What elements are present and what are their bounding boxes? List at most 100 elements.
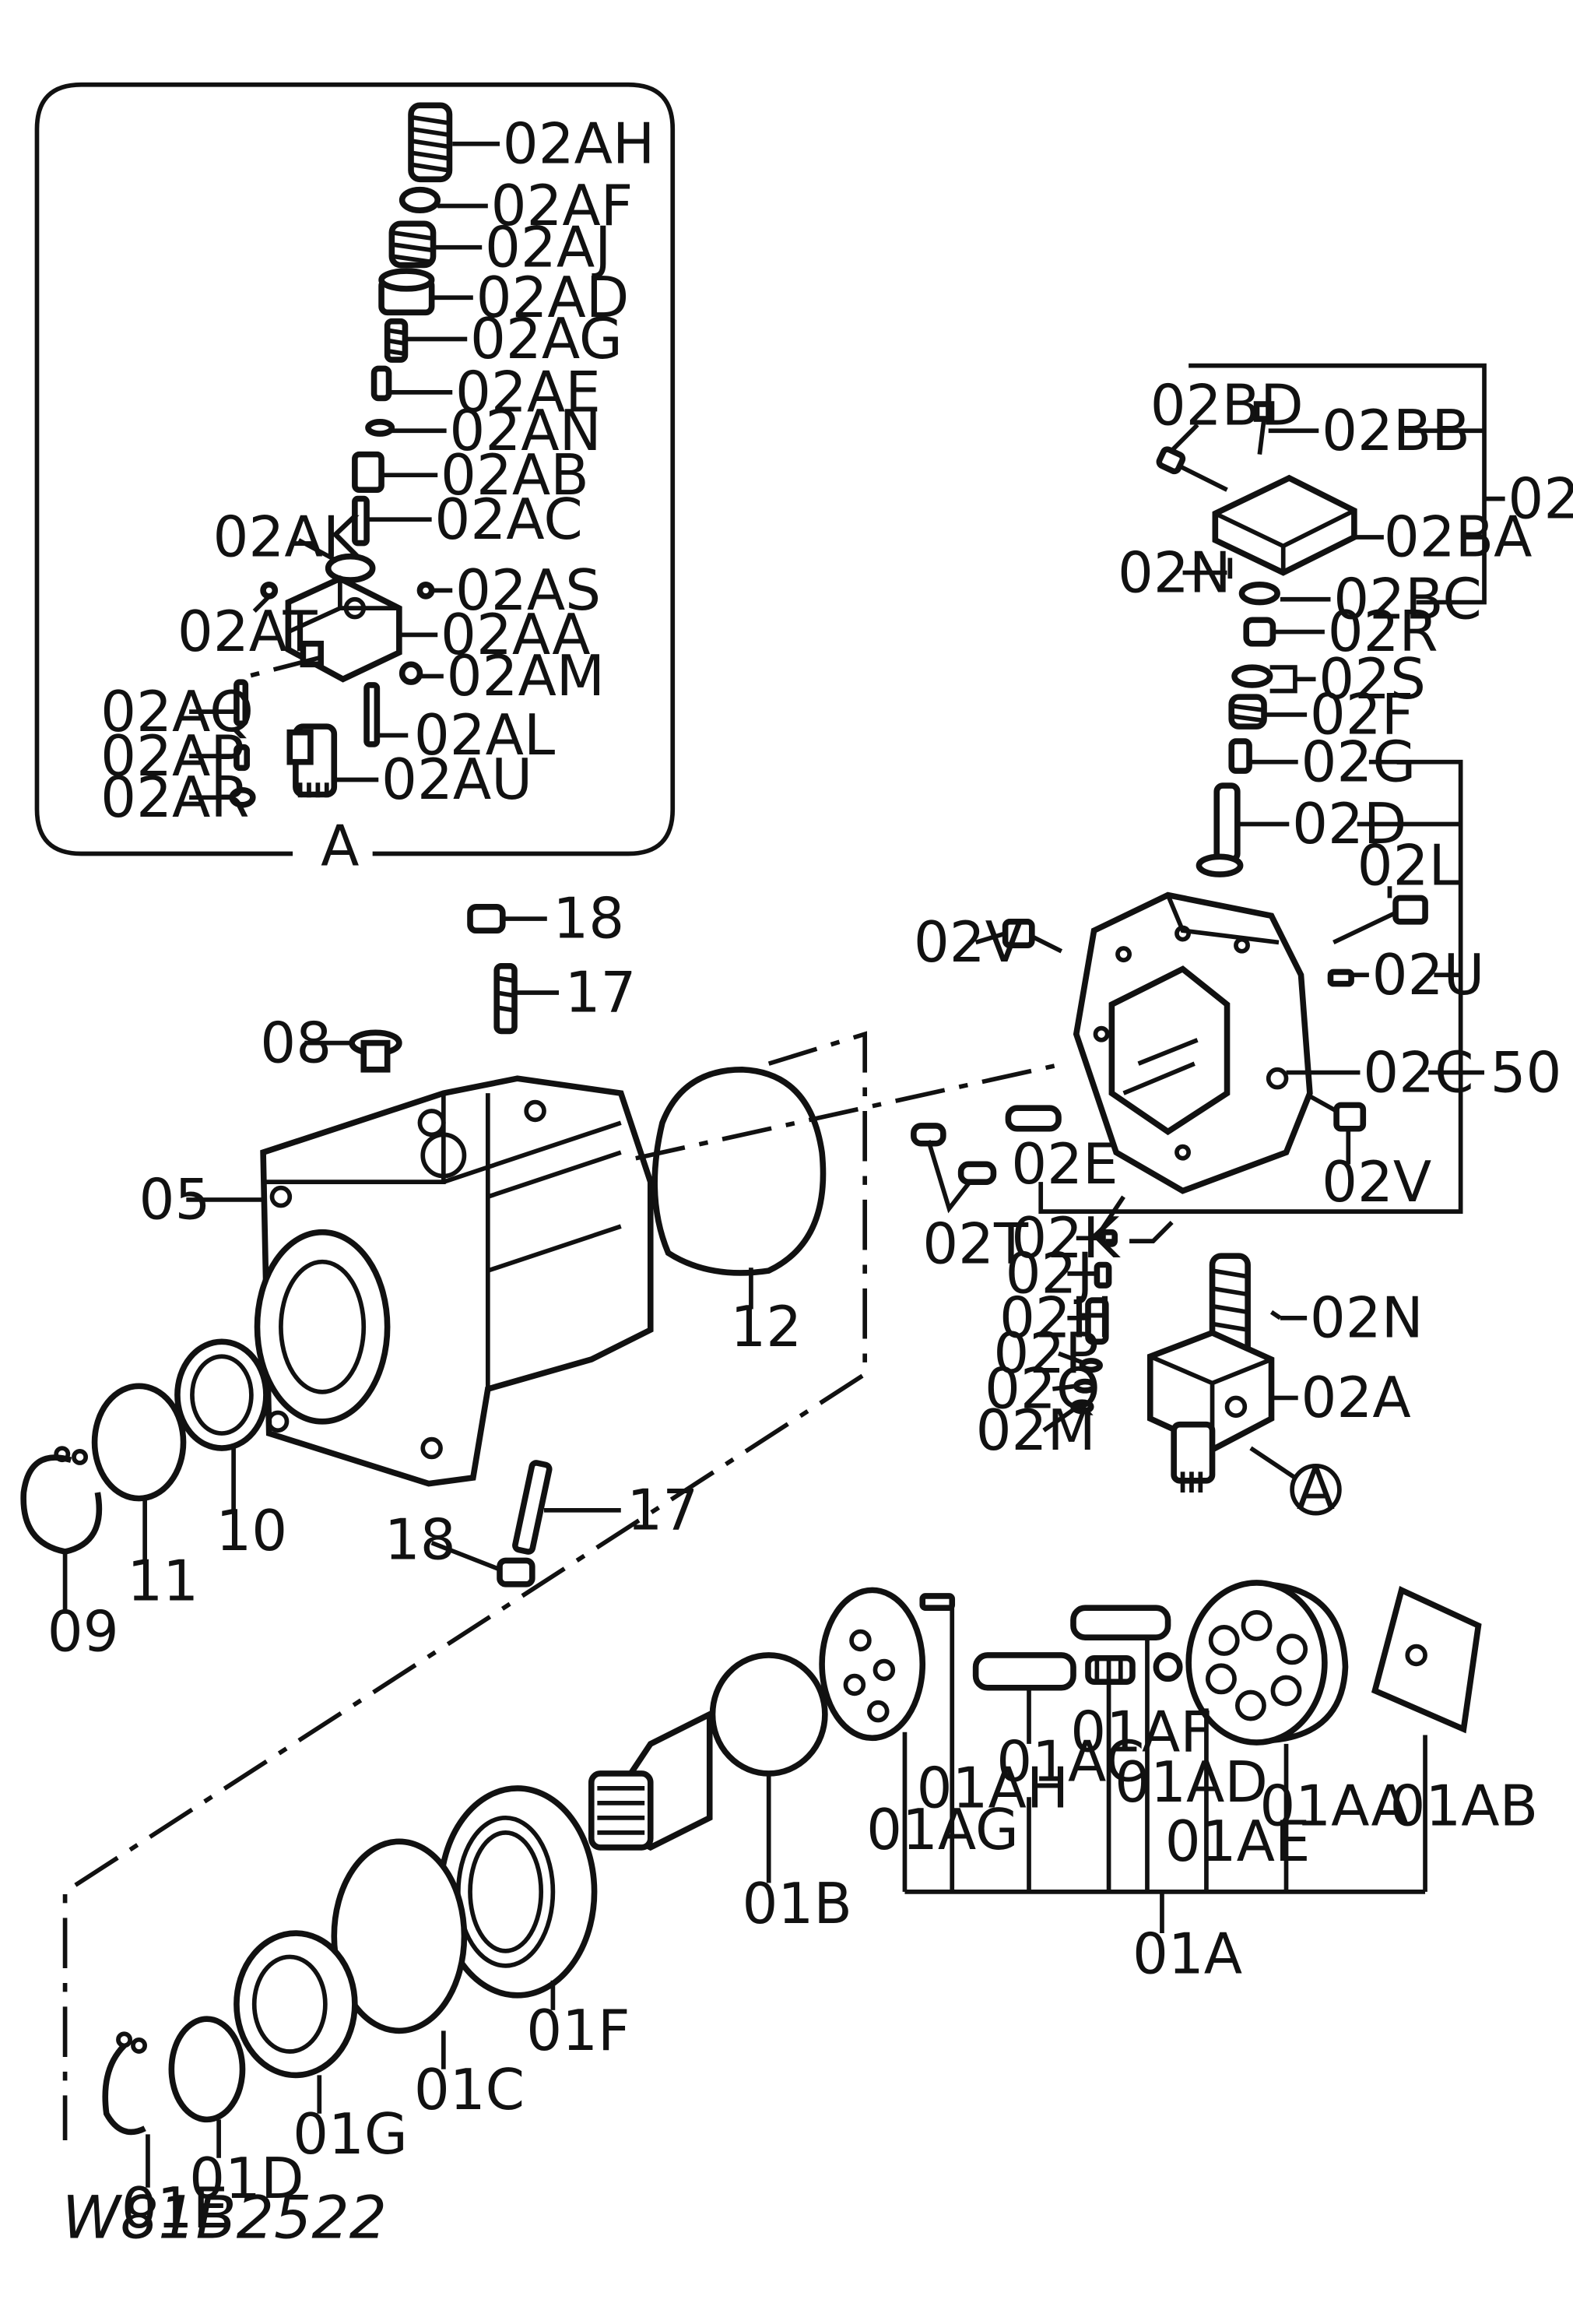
plug-02as [416,581,435,599]
label-02at: 02AT [177,599,318,665]
label-01aa: 01AA [1259,1774,1410,1839]
snap-ring-09 [20,1446,103,1555]
callout-a-label: A [1297,1457,1335,1523]
label-12: 12 [730,1295,802,1360]
assembly-line-valve [635,1061,1066,1161]
label-02e: 02E [1011,1132,1118,1197]
valve-02b-parts [1156,401,1357,877]
spool-02ab [352,451,384,494]
label-02af: 02AF [491,174,634,239]
pins-02t [911,1123,997,1185]
ring-02an [365,419,395,437]
nut-18-top [467,904,506,934]
label-01ab: 01AB [1389,1774,1538,1839]
label-02ah: 02AH [503,111,655,177]
piston-02g [1228,738,1252,774]
label-02bb: 02BB [1322,399,1470,464]
screw-01ah [919,1593,956,1611]
bolt-02bd [1156,446,1228,492]
label-02aj: 02AJ [485,215,611,280]
detail-a-frame: A [34,82,676,880]
plug-02r [1243,617,1276,647]
seal-10 [174,1338,269,1451]
label-02q: 02Q [985,1357,1101,1422]
bolt-02bb [1253,401,1275,455]
label-01ac: 01AC [996,1729,1144,1795]
label-02b: 02B [1508,466,1573,532]
spring-02ag [384,318,409,363]
label-02aq: 02AQ [100,680,254,745]
label-02al: 02AL [414,703,555,768]
callout-a: A [1249,1446,1342,1523]
label-02g: 02G [1301,730,1417,795]
screw-17-bottom [512,1460,553,1555]
housing-05 [254,1075,654,1487]
label-02j: 02J [1006,1242,1094,1307]
o-ring-02bc [1238,581,1280,606]
label-17-bottom: 17 [627,1478,698,1544]
assembly-line-rotary [62,1031,868,2140]
label-08: 08 [260,1011,332,1076]
label-02m: 02M [976,1398,1096,1464]
screw-02al [363,682,381,747]
label-02ad: 02AD [476,265,630,331]
label-01c: 01C [414,2058,525,2123]
label-02l: 02L [1357,833,1460,898]
label-01f: 01F [526,1999,630,2064]
label-02r: 02R [1328,599,1438,665]
label-02d: 02D [1292,792,1406,857]
label-02ba: 02BA [1384,505,1533,571]
label-01ag: 01AG [866,1798,1019,1863]
screw-17-top [493,963,518,1035]
plug-08 [349,1029,402,1073]
label-02aa: 02AA [441,603,591,668]
label-02c: 02C [1363,1040,1473,1106]
label-18-top: 18 [553,887,624,952]
sleeve-02e [1005,1105,1062,1132]
valve-plate-01ab [1371,1586,1482,1734]
solenoid-02au [286,723,338,798]
drawing-code: W81B2522 [62,2182,387,2252]
label-02am: 02AM [447,644,605,709]
label-01ah: 01AH [917,1756,1069,1822]
label-02au: 02AU [381,747,532,813]
label-02k: 02K [1011,1206,1121,1271]
pin-02aq [233,679,249,727]
valve-02a [1146,1253,1282,1493]
label-02v-left: 02V [914,910,1024,976]
label-02ap: 02AP [100,724,244,789]
label-09: 09 [47,1599,119,1665]
label-02s: 02S [1318,647,1426,712]
shaft-01b [588,1652,828,1851]
ring-11 [91,1383,187,1502]
label-02ak: 02AK [213,505,361,571]
label-02ag: 02AG [470,307,623,372]
label-02n-bottom: 02N [1310,1286,1424,1352]
label-02f: 02F [1310,683,1413,748]
assembly-line-02a [1090,1195,1185,1243]
label-02v-right: 02V [1322,1150,1431,1215]
label-02as: 02AS [455,558,601,624]
spring-01af [1085,1654,1136,1685]
label-01a: 01A [1132,1921,1242,1987]
label-10: 10 [216,1499,287,1564]
detail-a-parts [229,102,453,808]
plug-02at [260,581,279,599]
block-02ba [1212,474,1357,576]
bearing-01g [233,1930,358,2079]
body-02aa [285,575,402,683]
seat-02af [399,186,441,214]
label-02u: 02U [1372,943,1485,1008]
label-02a: 02A [1301,1366,1411,1431]
label-02p: 02P [993,1321,1098,1387]
detail-a-title: A [321,814,359,880]
bolt-02v-right [1308,1094,1367,1132]
plug-02u [1327,969,1354,987]
label-01b: 01B [743,1872,852,1937]
ring-02s [1231,664,1273,688]
piston-01ad [1070,1605,1171,1640]
label-01e: 01E [121,2176,228,2241]
ring-01c [331,1838,468,2034]
label-02ar: 02AR [100,765,249,831]
